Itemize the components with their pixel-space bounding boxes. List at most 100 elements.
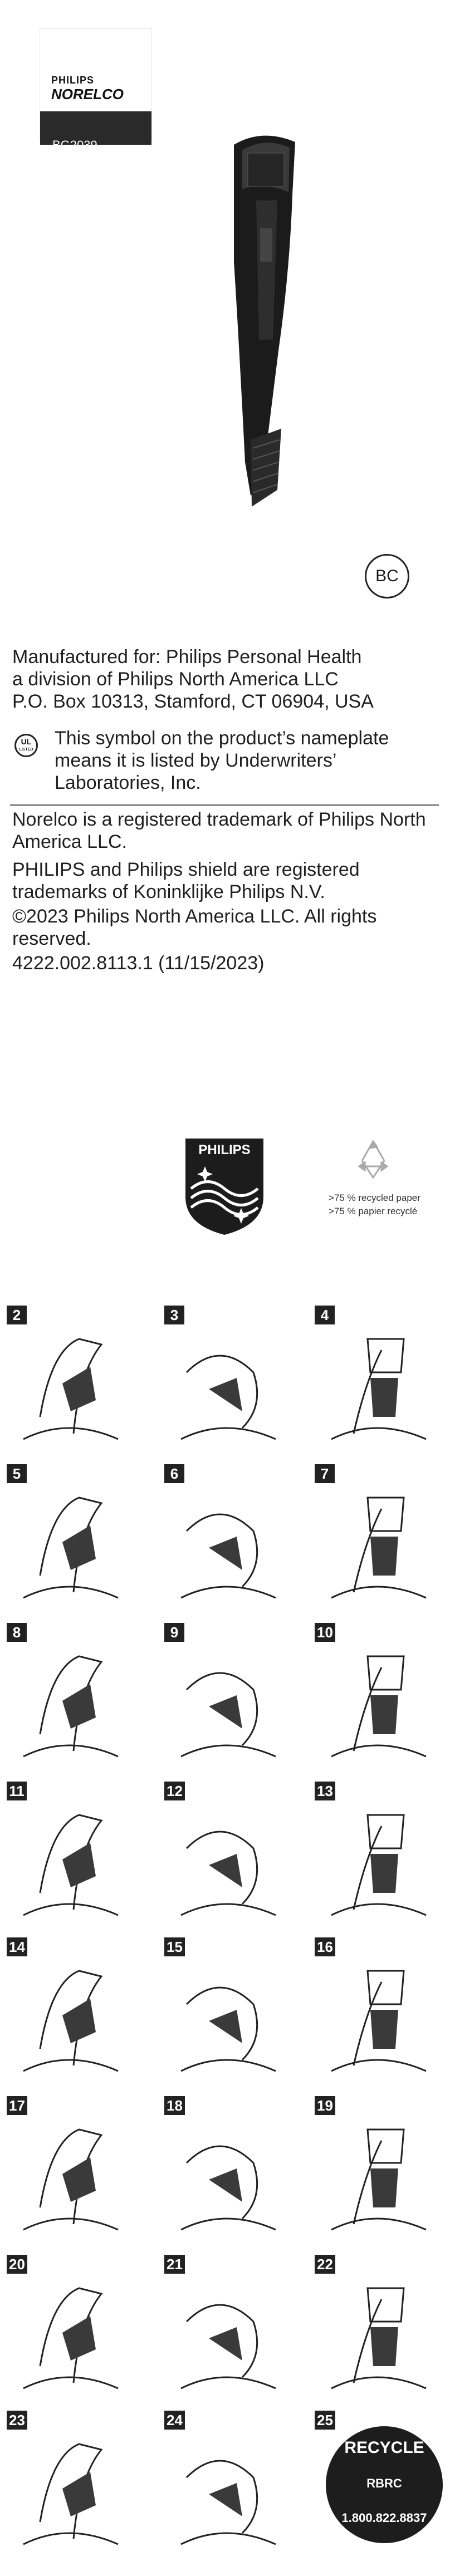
step-illustration: [180, 2304, 276, 2389]
step-illustration: [331, 2287, 427, 2389]
ul-sub: LISTED: [19, 748, 33, 752]
step-illustration: [23, 1655, 119, 1758]
step-number: 8: [7, 1623, 27, 1642]
badge-mid: RBRC: [366, 2476, 402, 2490]
ul-text: This symbol on the product’s nameplate m…: [55, 727, 444, 794]
step-number: 3: [164, 1306, 184, 1324]
rbrc-recycle-badge: [326, 2426, 443, 2543]
step-number: 25: [315, 2411, 335, 2430]
step-number: 11: [7, 1782, 27, 1800]
step-24: 24: [164, 2411, 292, 2561]
step-13: 13: [315, 1782, 443, 1932]
brand-tile-top: [40, 29, 151, 111]
step-7: 7: [315, 1464, 443, 1615]
step-number: 13: [315, 1782, 335, 1800]
step-illustration: [331, 1496, 427, 1599]
step-illustration: [23, 1496, 119, 1599]
step-number: 16: [315, 1937, 335, 1956]
shield-text: PHILIPS: [198, 1142, 251, 1157]
step-14: 14: [7, 1937, 135, 2088]
step-illustration: [331, 1970, 427, 2072]
badge-top: RECYCLE: [344, 2438, 424, 2457]
step-16: 16: [315, 1937, 443, 2088]
step-5: 5: [7, 1464, 135, 1615]
step-illustration: [180, 1986, 276, 2072]
legal-block: Norelco is a registered trademark of Phi…: [12, 808, 441, 974]
brand-philips: PHILIPS: [51, 75, 95, 86]
step-number: 14: [7, 1937, 27, 1956]
legal-line: 4222.002.8113.1 (11/15/2023): [12, 953, 265, 974]
step-9: 9: [164, 1623, 292, 1773]
step-number: 19: [315, 2096, 335, 2115]
step-8: 8: [7, 1623, 135, 1773]
ul-line: This symbol on the product’s nameplate: [55, 728, 389, 749]
step-number: 2: [7, 1306, 27, 1324]
step-2: 2: [7, 1306, 135, 1456]
step-illustration: [23, 1970, 119, 2072]
step-number: 18: [164, 2096, 185, 2115]
step-number: 15: [164, 1937, 185, 1956]
step-number: 21: [164, 2255, 185, 2274]
ul-mark: UL: [21, 737, 32, 746]
step-illustration: [23, 2287, 119, 2389]
step-number: 5: [7, 1464, 27, 1483]
step-21: 21: [164, 2255, 292, 2405]
step-illustration: [331, 1338, 427, 1440]
step-illustration: [331, 1655, 427, 1758]
model-bar: [40, 111, 151, 145]
legal-line: Norelco is a registered trademark of Phi…: [12, 809, 426, 830]
legal-line: America LLC.: [12, 831, 127, 852]
recycled-fr: >75 % papier recyclé: [329, 1206, 418, 1216]
manufacturer-line: a division of Philips North America LLC: [12, 669, 339, 690]
recycled-en: >75 % recycled paper: [329, 1193, 420, 1203]
manufacturer-line: Manufactured for: Philips Personal Healt…: [12, 646, 362, 668]
step-22: 22: [315, 2255, 443, 2405]
manufacturer-block: Manufactured for: Philips Personal Healt…: [12, 646, 436, 713]
step-17: 17: [7, 2096, 135, 2246]
legal-line: ©2023 Philips North America LLC. All rig…: [12, 906, 377, 927]
step-15: 15: [164, 1937, 292, 2088]
step-23: 23: [7, 2411, 135, 2561]
step-number: 9: [164, 1623, 184, 1642]
step-6: 6: [164, 1464, 292, 1615]
step-number: 22: [315, 2255, 335, 2274]
recycle-paper-icon: [358, 1139, 389, 1179]
step-illustration: [180, 1355, 276, 1440]
step-number: 12: [164, 1782, 185, 1800]
manufacturer-line: P.O. Box 10313, Stamford, CT 06904, USA: [12, 691, 374, 712]
product-image: [234, 135, 295, 507]
step-illustration: [180, 2460, 276, 2545]
step-19: 19: [315, 2096, 443, 2246]
step-illustration: [331, 1814, 427, 1916]
recycled-text: >75 % recycled paper >75 % papier recycl…: [329, 1191, 420, 1218]
step-illustration: [180, 2145, 276, 2231]
step-18: 18: [164, 2096, 292, 2246]
philips-shield-logo: [185, 1139, 263, 1235]
step-25: RECYCLE RBRC 1.800.822.8837 25: [315, 2411, 443, 2561]
badge-bottom: 1.800.822.8837: [341, 2511, 427, 2525]
bc-mark: BC: [365, 554, 409, 598]
step-4: 4: [315, 1306, 443, 1456]
step-number: 4: [315, 1306, 335, 1324]
ul-line: means it is listed by Underwriters’: [55, 750, 337, 771]
step-number: 20: [7, 2255, 27, 2274]
step-illustration: [23, 1814, 119, 1916]
brand-tile: PHILIPS NORELCO BG2039: [40, 29, 151, 152]
divider: [10, 804, 439, 806]
legal-line: reserved.: [12, 928, 91, 949]
model-number: BG2039: [52, 138, 97, 152]
step-illustration: [23, 2443, 119, 2545]
ul-line: Laboratories, Inc.: [55, 772, 201, 793]
step-illustration: [180, 1513, 276, 1599]
step-number: 7: [315, 1464, 335, 1483]
step-number: 10: [315, 1623, 335, 1642]
step-number: 23: [7, 2411, 27, 2430]
step-12: 12: [164, 1782, 292, 1932]
step-illustration: [180, 1672, 276, 1758]
step-number: 6: [164, 1464, 184, 1483]
ul-listed-icon: UL LISTED: [14, 734, 38, 757]
legal-line: PHILIPS and Philips shield are registere…: [12, 859, 360, 880]
step-illustration: [23, 2128, 119, 2231]
step-11: 11: [7, 1782, 135, 1932]
step-20: 20: [7, 2255, 135, 2405]
